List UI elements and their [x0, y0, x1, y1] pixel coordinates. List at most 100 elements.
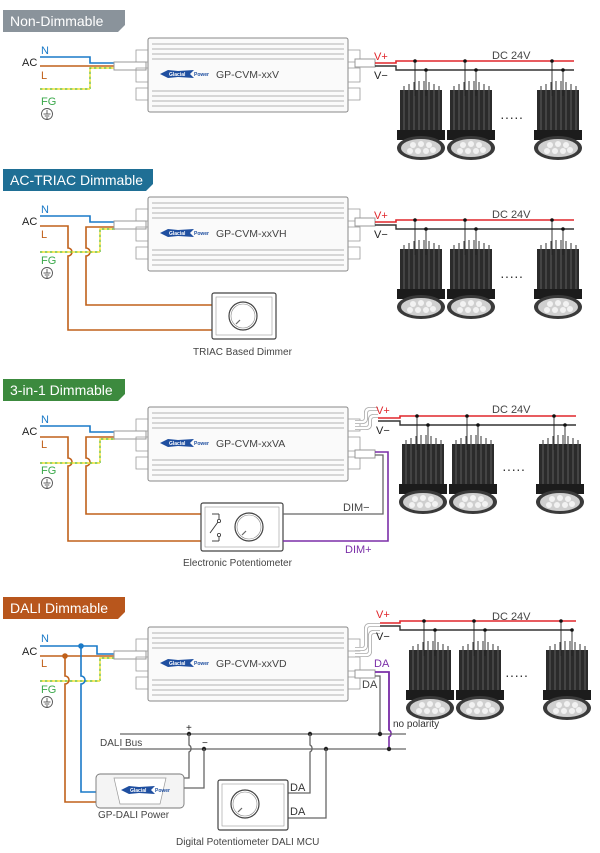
live-label: L	[41, 70, 47, 82]
junction-dot	[570, 628, 574, 632]
neutral-junction	[78, 643, 84, 649]
junction-dot	[424, 68, 428, 72]
ac-label: AC	[22, 216, 37, 228]
output-cable	[354, 217, 376, 227]
psu-plus-wire	[180, 734, 192, 779]
dali-mcu	[217, 779, 289, 831]
driver: GP-CVM-xxVD	[135, 626, 361, 702]
led-lamp-icon	[396, 239, 446, 320]
dali-bus-label: DALI Bus	[100, 738, 142, 749]
section-title: Non-Dimmable	[10, 13, 104, 29]
junction-dot	[476, 423, 480, 427]
driver: GP-CVM-xxV	[135, 37, 361, 113]
led-lamp-icon	[398, 434, 448, 515]
led-lamp-icon	[535, 434, 585, 515]
junction-dot	[561, 227, 565, 231]
lamp-row	[405, 619, 592, 721]
junction-dot	[463, 59, 467, 63]
vminus-wire	[380, 625, 572, 631]
dc-voltage-label: DC 24V	[492, 404, 531, 416]
junction-dot	[472, 619, 476, 623]
led-lamp-icon	[396, 80, 446, 161]
junction-dot	[552, 414, 556, 418]
dim-plus-label: DIM+	[345, 544, 372, 556]
dim-plus-wire	[283, 451, 389, 542]
glacialpower-logo	[160, 70, 210, 78]
ground-wire	[40, 657, 115, 682]
vminus-label: V−	[374, 229, 388, 241]
neutral-wire	[40, 56, 115, 64]
section-badge: DALI Dimmable	[3, 597, 125, 619]
junction-dot	[422, 619, 426, 623]
bus-minus-label: −	[202, 738, 208, 749]
driver-model: GP-CVM-xxVD	[216, 658, 287, 670]
driver-model: GP-CVM-xxVA	[216, 438, 285, 450]
vplus-label: V+	[376, 609, 390, 621]
no-polarity-note: no polarity	[393, 719, 439, 730]
more-lamps-ellipsis: ·····	[502, 461, 525, 477]
potentiometer-caption: Electronic Potentiometer	[183, 558, 293, 569]
section-badge: Non-Dimmable	[3, 10, 125, 32]
junction-dot	[463, 218, 467, 222]
led-lamp-icon	[448, 434, 498, 515]
live-wire-to-switch	[40, 436, 212, 542]
da-black-wire	[375, 675, 381, 734]
ground-icon	[41, 108, 53, 120]
ground-wire	[40, 67, 115, 90]
mcu-da2-wire	[288, 749, 327, 819]
glacialpower-logo	[160, 229, 210, 237]
neutral-wire	[40, 425, 115, 433]
neutral-wire	[40, 215, 115, 223]
more-lamps-ellipsis: ·····	[500, 109, 523, 125]
ac-label: AC	[22, 426, 37, 438]
led-lamp-icon	[446, 239, 496, 320]
input-cable	[113, 61, 147, 71]
vplus-wire	[380, 620, 576, 624]
junction-dot	[433, 628, 437, 632]
live-junction	[62, 653, 68, 659]
ground-label: FG	[41, 465, 56, 477]
junction-dot	[465, 414, 469, 418]
ground-icon	[41, 267, 53, 279]
lamp-row	[396, 59, 583, 161]
section-badge: AC-TRIAC Dimmable	[3, 169, 153, 191]
driver: GP-CVM-xxVH	[135, 196, 361, 272]
vplus-label: V+	[374, 210, 388, 222]
driver-model: GP-CVM-xxVH	[216, 228, 287, 240]
switch-icon	[209, 513, 221, 542]
dali-cable	[354, 669, 376, 679]
ground-label: FG	[41, 684, 56, 696]
live-label: L	[41, 658, 47, 670]
dali-power-supply	[95, 773, 185, 809]
vplus-wire	[375, 60, 574, 64]
more-lamps-ellipsis: ·····	[505, 667, 528, 683]
switched-live-wire	[85, 436, 212, 515]
mcu-da2-label: DA	[290, 806, 306, 818]
junction-dot	[559, 619, 563, 623]
vminus-wire	[375, 65, 574, 71]
vplus-wire	[378, 415, 576, 419]
triac-dimmer	[211, 292, 277, 340]
dimmer-caption: TRIAC Based Dimmer	[193, 347, 293, 358]
mcu-da1-wire	[288, 734, 313, 794]
dimmer-knob-icon	[228, 301, 258, 331]
section-non-dimmable: Non-Dimmable N AC L FG GP-CVM-xxV V+ V− …	[3, 10, 583, 161]
da-label-purple: DA	[374, 658, 390, 670]
junction-dot	[413, 59, 417, 63]
neutral-wire-to-dali-psu	[80, 646, 97, 793]
live-label: L	[41, 439, 47, 451]
dali-psu-caption: GP-DALI Power	[98, 810, 170, 821]
live-wire-to-dali-psu	[64, 656, 97, 803]
vminus-wire	[378, 420, 576, 426]
section-dali-dimmable: DALI Dimmable N AC L FG GP-CVM-xxVD V+ V…	[3, 597, 592, 848]
glacialpower-logo	[160, 439, 210, 447]
neutral-label: N	[41, 414, 49, 426]
junction-dot	[563, 423, 567, 427]
mcu-caption: Digital Potentiometer DALI MCU	[176, 837, 319, 848]
badge-shape	[3, 379, 125, 401]
neutral-label: N	[41, 204, 49, 216]
lamp-row	[398, 414, 585, 515]
driver-model: GP-CVM-xxV	[216, 69, 279, 81]
vminus-label: V−	[376, 425, 390, 437]
